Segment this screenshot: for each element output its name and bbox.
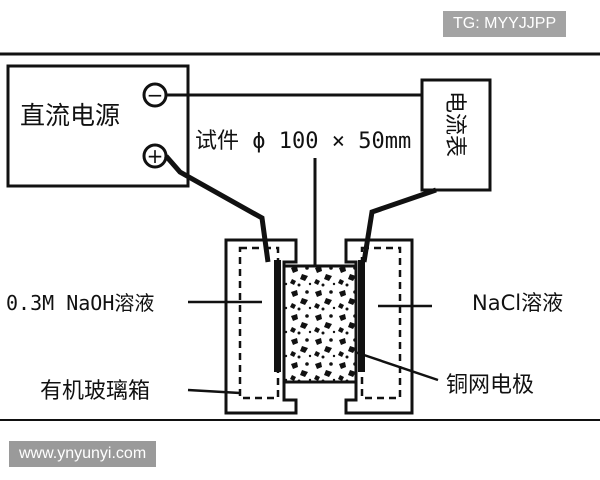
svg-text:−: − xyxy=(147,83,164,107)
watermark-bottom: www.ynyunyi.com xyxy=(9,441,157,467)
organic-glass-box-label: 有机玻璃箱 xyxy=(40,379,150,404)
watermark-top: TG: MYYJJPP xyxy=(443,11,567,37)
ammeter-box xyxy=(420,78,492,192)
circuit-wires xyxy=(164,93,437,263)
svg-text:+: + xyxy=(147,144,164,168)
copper-mesh-electrode-left xyxy=(274,260,281,372)
ammeter-label: 电流表 xyxy=(442,91,467,157)
negative-terminal: − xyxy=(142,82,168,108)
leader-lines xyxy=(187,300,439,395)
specimen-label: 试件 ϕ 100 × 50mm xyxy=(195,129,411,154)
concrete-specimen xyxy=(282,264,358,384)
power-supply-label: 直流电源 xyxy=(20,101,120,130)
naoh-solution-label: 0.3M NaOH溶液 xyxy=(6,291,154,315)
positive-terminal: + xyxy=(142,143,168,169)
power-supply-box xyxy=(6,64,190,188)
nacl-solution-label: NaCl溶液 xyxy=(472,291,563,315)
copper-mesh-electrode-label: 铜网电极 xyxy=(446,373,534,398)
copper-mesh-electrode-right xyxy=(358,260,365,372)
